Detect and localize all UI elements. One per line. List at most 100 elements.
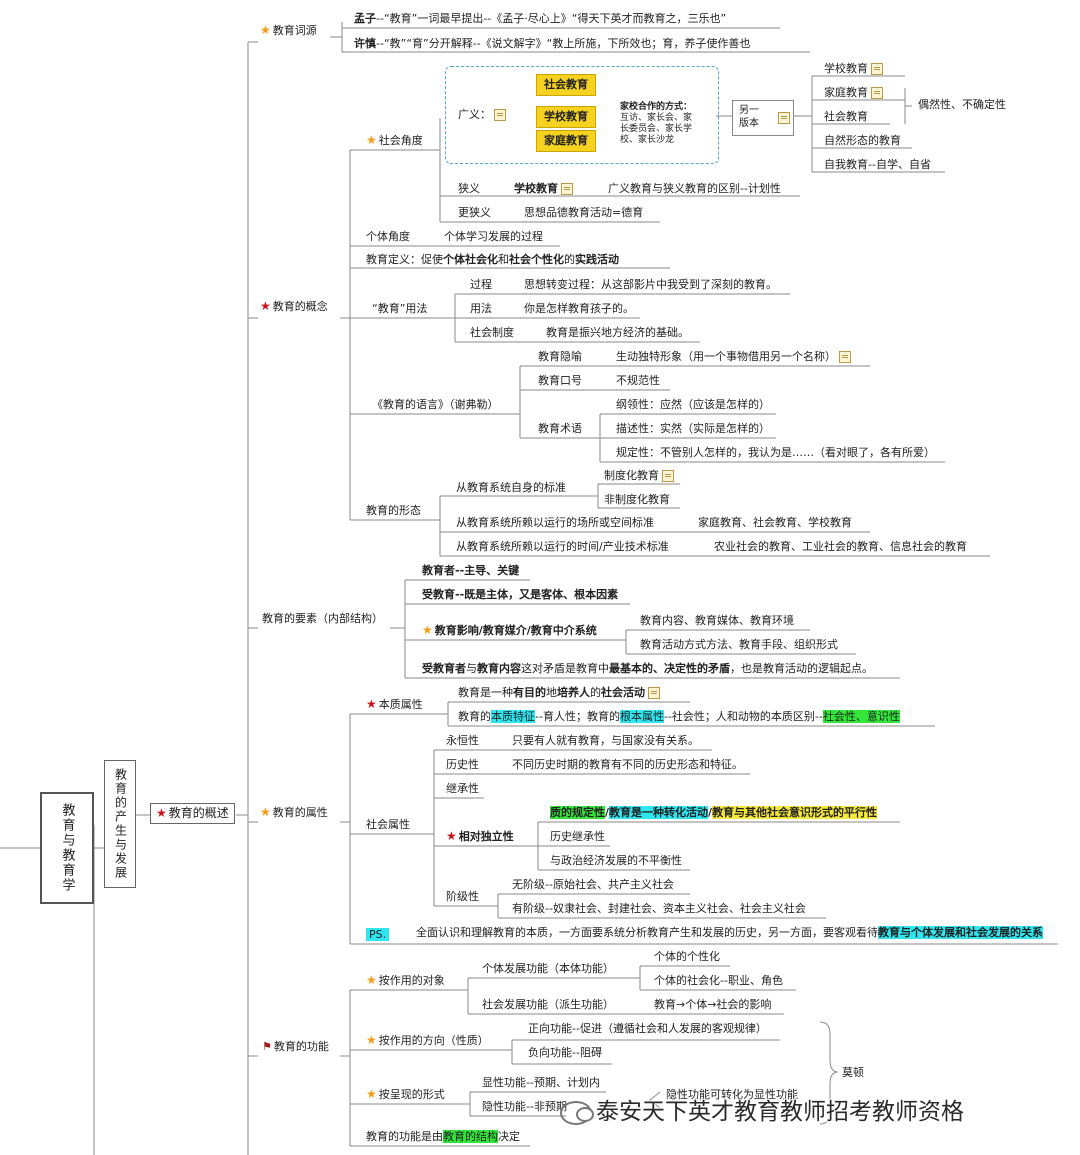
form-3: 从教育系统所赖以运行的时间/产业技术标准 <box>456 540 669 553</box>
alt-chance: 偶然性、不确定性 <box>918 98 1006 111</box>
structure-note: 教育的功能是由教育的结构决定 <box>366 1130 520 1143</box>
social-function-1: 教育→个体→社会的影响 <box>654 998 772 1011</box>
classless: 无阶级--原始社会、共产主义社会 <box>512 878 674 891</box>
root-node[interactable]: 教育与教育学 <box>40 792 94 904</box>
orange-star-icon: ★ <box>260 23 271 37</box>
usage-label: “教育”用法 <box>372 302 428 315</box>
note-icon <box>839 351 851 363</box>
essence-node[interactable]: ★本质属性 <box>366 697 423 712</box>
historical-value: 不同历史时期的教育有不同的历史形态和特征。 <box>512 758 743 771</box>
usage-2-value: 你是怎样教育孩子的。 <box>524 302 634 315</box>
element-learner: 受教育--既是主体，又是客体、根本因素 <box>422 588 619 601</box>
form-3-value: 农业社会的教育、工业社会的教育、信息社会的教育 <box>714 540 967 553</box>
form-1b: 非制度化教育 <box>604 493 670 506</box>
indiv-function-1: 个体的个性化 <box>654 950 720 963</box>
term-1: 纲领性：应然（应该是怎样的） <box>616 398 770 411</box>
social-attr-label: 社会属性 <box>366 818 410 831</box>
note-icon <box>662 470 674 482</box>
lang-1: 教育隐喻 <box>538 350 582 363</box>
note-icon <box>494 109 506 121</box>
orange-star-icon: ★ <box>422 623 433 637</box>
indiv-value: 个体学习发展的过程 <box>444 230 543 243</box>
overview-node[interactable]: ★教育的概述 <box>150 803 235 824</box>
flag-icon: ⚑ <box>262 1040 272 1053</box>
note-icon <box>561 183 573 195</box>
red-star-icon: ★ <box>366 697 377 711</box>
merton-label: 莫顿 <box>842 1066 864 1079</box>
by-form[interactable]: ★按呈现的形式 <box>366 1087 445 1102</box>
family-education-tag: 家庭教育 <box>536 130 596 152</box>
inheritance: 继承性 <box>446 782 479 795</box>
indiv-label: 个体角度 <box>366 230 410 243</box>
form-1: 从教育系统自身的标准 <box>456 481 566 494</box>
usage-1: 过程 <box>470 278 492 291</box>
concept-label: 教育的概念 <box>272 300 328 313</box>
alt-self: 自我教育--自学、自省 <box>824 158 931 171</box>
form-1a: 制度化教育 <box>604 469 674 482</box>
by-direction[interactable]: ★按作用的方向（性质） <box>366 1033 489 1048</box>
ps-label: PS. <box>366 928 390 941</box>
independence-1: 质的规定性/教育是一种转化活动/教育与其他社会意识形式的平行性 <box>550 806 878 819</box>
term-3: 规定性：不管别人怎样的，我认为是……（看对眼了，各有所爱） <box>616 446 935 459</box>
usage-3-value: 教育是振兴地方经济的基础。 <box>546 326 689 339</box>
relative-independence[interactable]: ★相对独立性 <box>446 829 514 844</box>
usage-1-value: 思想转变过程：从这部影片中我受到了深刻的教育。 <box>524 278 777 291</box>
orange-star-icon: ★ <box>260 805 271 819</box>
orange-star-icon: ★ <box>366 1087 377 1101</box>
element-media: ★教育影响/教育媒介/教育中介系统 <box>422 623 597 638</box>
alt-version-box[interactable]: 另一 版本 <box>732 100 794 136</box>
narrower-value: 思想品德教育活动=德育 <box>524 206 644 219</box>
note-icon <box>871 63 883 75</box>
etym-mengzi: 孟子--“教育”一词最早提出--《孟子·尽心上》“得天下英才而教育之，三乐也” <box>354 12 727 25</box>
narrow-label: 狭义 <box>458 182 480 195</box>
indiv-function-2: 个体的社会化--职业、角色 <box>654 974 783 987</box>
element-contradiction: 受教育者与教育内容这对矛盾是教育中最基本的、决定性的矛盾，也是教育活动的逻辑起点… <box>422 662 873 675</box>
alt-family: 家庭教育 <box>824 86 883 99</box>
element-educator: 教育者--主导、关键 <box>422 564 520 577</box>
definition: 教育定义：促使个体社会化和社会个性化的实践活动 <box>366 253 619 266</box>
essence-2: 教育的本质特征--育人性；教育的根本属性--社会性；人和动物的本质区别--社会性… <box>458 710 900 723</box>
note-icon <box>778 112 790 124</box>
negative-function: 负向功能--阻碍 <box>528 1046 602 1059</box>
term-2: 描述性：实然（实际是怎样的） <box>616 422 770 435</box>
school-education-tag: 学校教育 <box>536 106 596 128</box>
orange-star-icon: ★ <box>366 133 377 147</box>
lang-3: 教育术语 <box>538 422 582 435</box>
etym-node[interactable]: ★教育词源 <box>260 23 317 38</box>
ps-text: 全面认识和理解教育的本质，一方面要系统分析教育产生和发展的历史，另一方面，要客观… <box>416 926 1043 939</box>
element-media-2: 教育活动方式方法、教育手段、组织形式 <box>640 638 838 651</box>
form-label: 教育的形态 <box>366 504 421 517</box>
lang-1-value: 生动独特形象（用一个事物借用另一个名称） <box>616 350 851 363</box>
red-star-icon: ★ <box>156 806 167 820</box>
eternal-value: 只要有人就有教育，与国家没有关系。 <box>512 734 699 747</box>
subtopic-node[interactable]: 教育的产生与发展 <box>104 760 136 888</box>
class-nature: 阶级性 <box>446 890 479 903</box>
subtopic-title: 教育的产生与发展 <box>113 768 128 880</box>
concept-node[interactable]: ★教育的概念 <box>260 299 328 314</box>
overview-label: 教育的概述 <box>168 806 229 820</box>
social-angle-node[interactable]: ★社会角度 <box>366 133 423 148</box>
note-icon <box>871 87 883 99</box>
historical: 历史性 <box>446 758 479 771</box>
narrow-value: 学校教育 <box>514 182 573 195</box>
explicit-function: 显性功能--预期、计划内 <box>482 1076 600 1089</box>
elements-node[interactable]: 教育的要素（内部结构） <box>262 612 383 625</box>
positive-function: 正向功能--促进（遵循社会和人发展的客观规律） <box>528 1022 767 1035</box>
alt-natural: 自然形态的教育 <box>824 134 901 147</box>
narrower-label: 更狭义 <box>458 206 491 219</box>
orange-star-icon: ★ <box>366 1033 377 1047</box>
attr-node[interactable]: ★教育的属性 <box>260 805 328 820</box>
eternal: 永恒性 <box>446 734 479 747</box>
root-title: 教育与教育学 <box>59 803 75 893</box>
by-object[interactable]: ★按作用的对象 <box>366 973 445 988</box>
implicit-function: 隐性功能--非预期 <box>482 1100 567 1113</box>
implicit-to-explicit: 隐性功能可转化为显性功能 <box>666 1088 798 1101</box>
note-icon <box>648 687 660 699</box>
function-node[interactable]: ⚑教育的功能 <box>262 1040 329 1053</box>
red-star-icon: ★ <box>260 299 271 313</box>
lang-2: 教育口号 <box>538 374 582 387</box>
lang-2-value: 不规范性 <box>616 374 660 387</box>
usage-3: 社会制度 <box>470 326 514 339</box>
red-star-icon: ★ <box>446 829 457 843</box>
